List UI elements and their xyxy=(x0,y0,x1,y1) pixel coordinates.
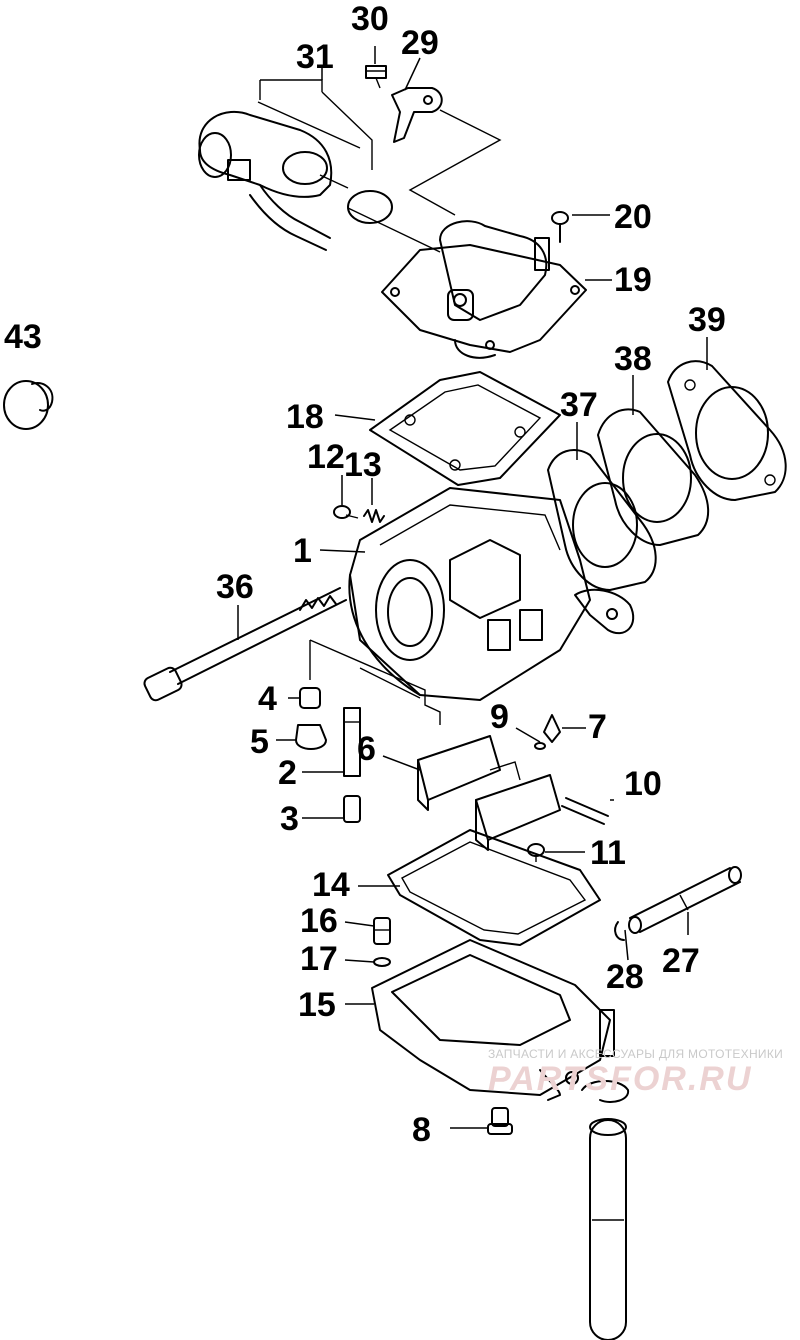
part-29-bracket xyxy=(391,87,502,216)
label-10: 10 xyxy=(624,765,662,803)
label-2: 2 xyxy=(278,754,297,792)
part-3-main-jet xyxy=(343,795,361,823)
part-19-top-cover xyxy=(381,220,587,359)
label-39: 39 xyxy=(688,301,726,339)
part-2-main-nozzle xyxy=(343,707,361,777)
label-29: 29 xyxy=(401,24,439,62)
label-3: 3 xyxy=(280,800,299,838)
label-11: 11 xyxy=(590,834,626,872)
part-27-pin xyxy=(628,866,742,934)
part-37-gasket xyxy=(547,449,657,591)
label-9: 9 xyxy=(490,698,509,736)
label-12: 12 xyxy=(307,438,345,476)
part-43-plug xyxy=(3,380,54,430)
label-7: 7 xyxy=(588,708,607,746)
part-4-jet xyxy=(299,687,321,709)
part-17-o-ring xyxy=(373,957,391,967)
label-31: 31 xyxy=(296,38,334,76)
part-31-elbow-assembly xyxy=(198,79,441,253)
part-10-float-pin xyxy=(561,797,609,825)
part-5-jet xyxy=(295,724,327,750)
part-36-bolt xyxy=(143,587,347,702)
part-11-screw xyxy=(527,843,545,862)
part-18-gasket xyxy=(369,371,561,486)
label-36: 36 xyxy=(216,568,254,606)
drain-hose xyxy=(589,1118,627,1340)
label-5: 5 xyxy=(250,723,269,761)
part-15-float-chamber xyxy=(371,939,630,1103)
o-ring-gasket xyxy=(347,190,393,224)
part-13-spring xyxy=(363,509,385,523)
label-18: 18 xyxy=(286,398,324,436)
label-16: 16 xyxy=(300,902,338,940)
part-12-screw xyxy=(333,505,359,519)
label-19: 19 xyxy=(614,261,652,299)
label-15: 15 xyxy=(298,986,336,1024)
label-20: 20 xyxy=(614,198,652,236)
part-38-gasket xyxy=(597,408,710,546)
label-13: 13 xyxy=(344,446,382,484)
label-28: 28 xyxy=(606,958,644,996)
label-17: 17 xyxy=(300,940,338,978)
label-37: 37 xyxy=(560,386,598,424)
label-27: 27 xyxy=(662,942,700,980)
label-38: 38 xyxy=(614,340,652,378)
label-4: 4 xyxy=(258,680,277,718)
part-9-clip xyxy=(534,742,546,750)
watermark-logo: PARTSFOR.RU xyxy=(488,1060,753,1098)
part-14-gasket xyxy=(387,829,601,946)
leader-lines xyxy=(237,46,708,1129)
part-30-screw xyxy=(365,65,387,89)
label-43: 43 xyxy=(4,318,42,356)
label-30: 30 xyxy=(351,0,389,38)
part-16-plug-screw xyxy=(373,917,391,945)
watermark-tagline: ЗАПЧАСТИ И АКСЕССУАРЫ ДЛЯ МОТОТЕХНИКИ xyxy=(488,1047,784,1061)
part-39-gasket xyxy=(667,360,787,501)
part-6-float xyxy=(417,735,561,851)
part-8-drain-screw xyxy=(487,1107,513,1135)
part-7-needle-valve xyxy=(543,714,561,743)
part-20-screw xyxy=(551,211,569,243)
label-14: 14 xyxy=(312,866,350,904)
label-1: 1 xyxy=(293,532,312,570)
label-8: 8 xyxy=(412,1111,431,1149)
label-6: 6 xyxy=(357,730,376,768)
part-28-clip xyxy=(614,921,625,941)
part-1-carburetor-body xyxy=(348,487,635,701)
